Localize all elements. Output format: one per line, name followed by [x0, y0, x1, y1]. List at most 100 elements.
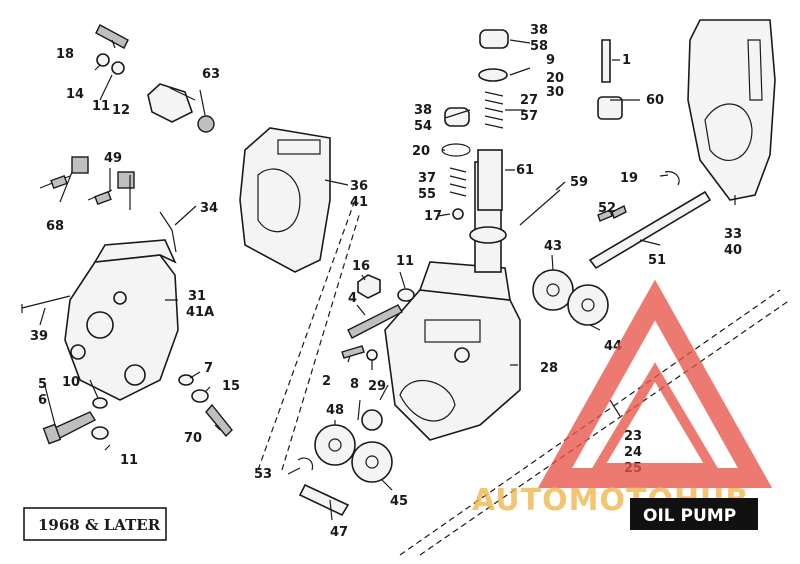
label-8: 8 [350, 377, 359, 392]
cover-hole [70, 344, 86, 360]
pump-body [384, 289, 521, 441]
label-63: 63 [202, 67, 220, 82]
nut-15 [191, 389, 209, 403]
watermark-triangle-inner [589, 362, 721, 473]
label-59: 59 [570, 175, 588, 190]
year-box [23, 507, 167, 541]
screw-2 [341, 345, 365, 359]
label-57: 57 [520, 109, 538, 124]
cover-top [93, 239, 177, 264]
label-20a: 20 [546, 71, 564, 86]
label-6: 6 [38, 393, 47, 408]
washer-9 [478, 68, 508, 82]
clip-53 [297, 457, 314, 471]
label-11c: 11 [92, 99, 110, 114]
ball-17 [452, 208, 464, 220]
washer-12 [111, 61, 125, 75]
cover-bore [86, 311, 114, 339]
label-10: 10 [62, 375, 80, 390]
label-48: 48 [326, 403, 344, 418]
label-60: 60 [646, 93, 664, 108]
label-43: 43 [544, 239, 562, 254]
label-49: 49 [104, 151, 122, 166]
label-20b: 20 [412, 144, 430, 159]
gear-45 [351, 441, 393, 483]
label-27: 27 [520, 93, 538, 108]
wing-screw [95, 24, 129, 49]
label-39: 39 [30, 329, 48, 344]
year-label: 1968 & LATER [38, 516, 161, 534]
label-34: 34 [200, 201, 218, 216]
label-38a: 38 [530, 23, 548, 38]
label-54: 54 [414, 119, 432, 134]
cover-bore-2 [124, 364, 146, 386]
key-52 [597, 209, 613, 222]
label-41: 41 [350, 195, 368, 210]
guide-left [257, 199, 361, 471]
fitting-right [117, 171, 135, 189]
label-17: 17 [424, 209, 442, 224]
label-51: 51 [648, 253, 666, 268]
washer-11 [397, 288, 415, 302]
label-38b: 38 [414, 103, 432, 118]
watermark-triangle-outer [537, 279, 773, 488]
label-24: 24 [624, 445, 642, 460]
shaft-47 [298, 483, 350, 517]
label-7: 7 [204, 361, 213, 376]
sender-fitting [197, 115, 215, 133]
label-36: 36 [350, 179, 368, 194]
gear-48 [314, 424, 356, 466]
title-label: OIL PUMP [643, 506, 736, 526]
label-12: 12 [112, 103, 130, 118]
label-40: 40 [724, 243, 742, 258]
tower-bore [469, 226, 507, 244]
nut-14 [96, 53, 110, 67]
watermark: AUTOMOTOHUB [472, 279, 773, 518]
washer-10 [92, 397, 108, 409]
label-23: 23 [624, 429, 642, 444]
pump-cover [64, 254, 179, 401]
label-1: 1 [622, 53, 631, 68]
nut-16 [357, 274, 381, 299]
label-53: 53 [254, 467, 272, 482]
nut-11 [91, 426, 109, 440]
label-14: 14 [66, 87, 84, 102]
clip-19 [664, 171, 680, 186]
label-19: 19 [620, 171, 638, 186]
label-11a: 11 [120, 453, 138, 468]
pin-59 [519, 189, 561, 226]
bolt-4 [347, 304, 403, 339]
label-33: 33 [724, 227, 742, 242]
title-box [630, 498, 758, 530]
oring-20 [441, 143, 471, 157]
label-5: 5 [38, 377, 47, 392]
label-55: 55 [418, 187, 436, 202]
label-47: 47 [330, 525, 348, 540]
label-45: 45 [390, 494, 408, 509]
label-18: 18 [56, 47, 74, 62]
gear-44 [567, 284, 609, 326]
fitting-left [71, 156, 89, 174]
cover-gasket [239, 127, 331, 273]
spring-27 [484, 91, 504, 129]
sleeve-61 [477, 149, 503, 211]
plug-38 [479, 29, 509, 49]
washer-8 [366, 349, 378, 361]
cover-hole-2 [113, 291, 127, 305]
bushing-60 [597, 96, 623, 120]
label-2: 2 [322, 374, 331, 389]
shaft-51 [588, 190, 712, 270]
label-68: 68 [46, 219, 64, 234]
screw-70 [205, 403, 233, 438]
gear-43 [532, 269, 574, 311]
label-70: 70 [184, 431, 202, 446]
pin-1 [601, 39, 611, 83]
oil-sender [147, 83, 193, 123]
label-29: 29 [368, 379, 386, 394]
label-37: 37 [418, 171, 436, 186]
label-9: 9 [546, 53, 555, 68]
label-16: 16 [352, 259, 370, 274]
label-61: 61 [516, 163, 534, 178]
label-28: 28 [540, 361, 558, 376]
